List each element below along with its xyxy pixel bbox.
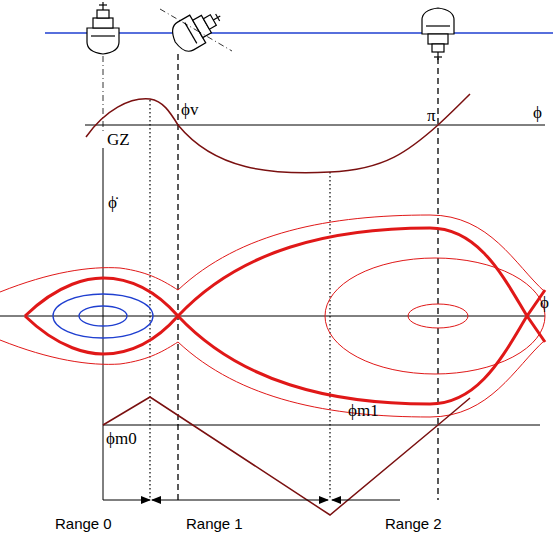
amplitude-label: ϕm1 <box>348 402 379 419</box>
axis-label: ϕ̇ <box>108 194 117 211</box>
angle-label: π <box>427 107 436 124</box>
axis-label: ϕ <box>533 104 542 121</box>
axis-label: ϕ <box>540 294 549 311</box>
range-label: Range 2 <box>385 516 442 531</box>
angle-label: ϕv <box>181 101 198 118</box>
range-label: Range 0 <box>55 516 112 531</box>
amplitude-label: ϕm0 <box>106 430 137 447</box>
range-label: Range 1 <box>186 516 243 531</box>
axis-label: GZ <box>107 131 130 148</box>
